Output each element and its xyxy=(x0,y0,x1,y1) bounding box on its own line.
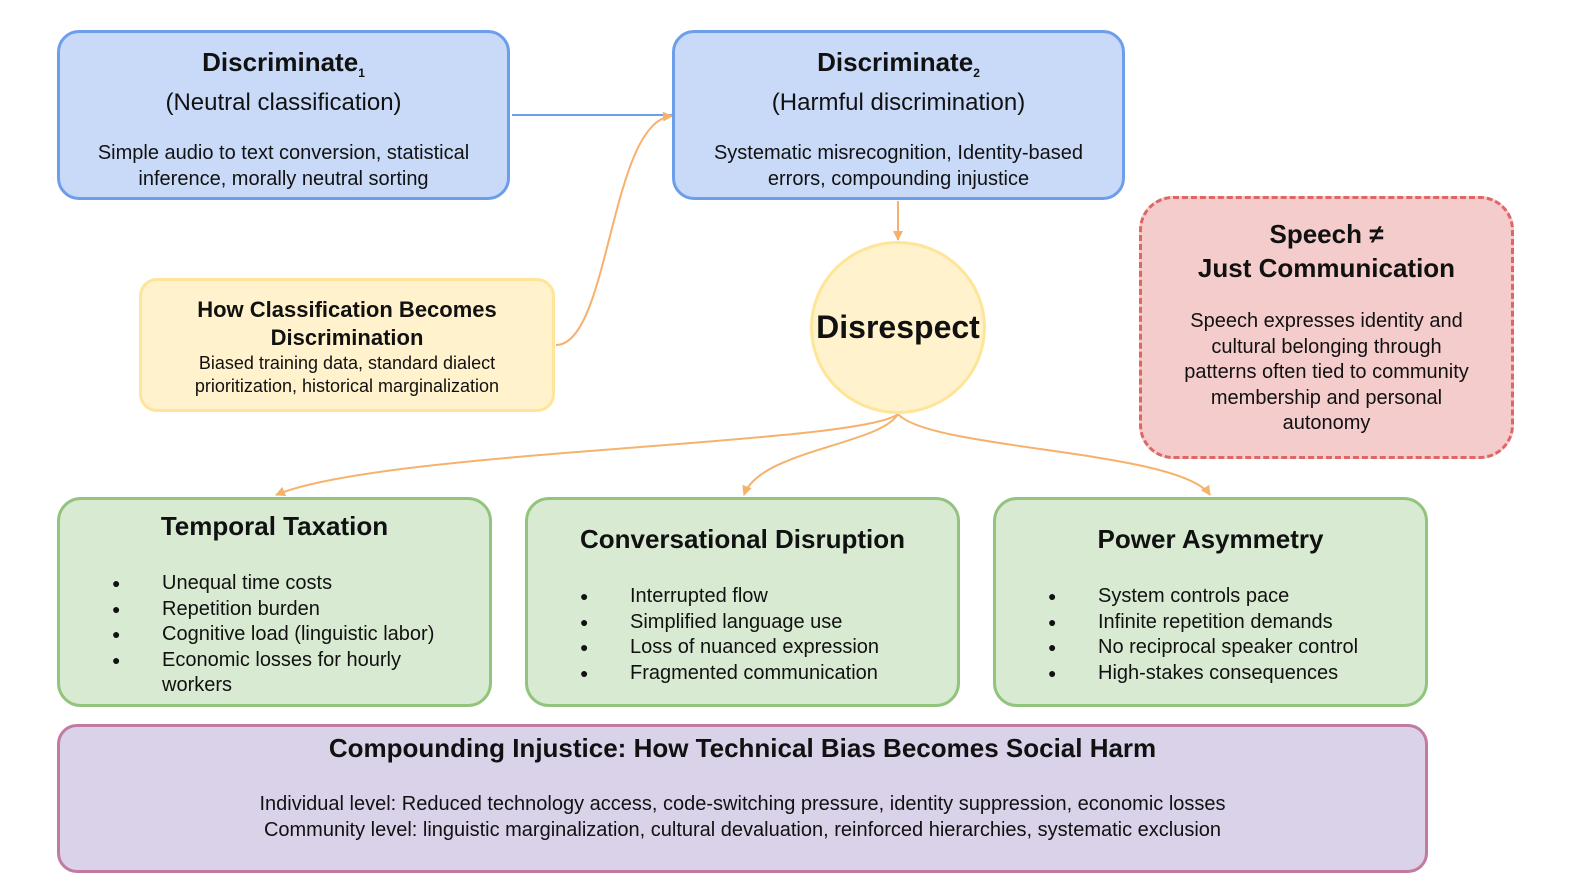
compounding-injustice-title: Compounding Injustice: How Technical Bia… xyxy=(328,733,1157,763)
discriminate-2-subtitle: (Harmful discrimination) xyxy=(771,89,1026,116)
conversational-disruption-title: Conversational Disruption xyxy=(579,524,906,554)
discriminate-2-box: Discriminate2 (Harmful discrimination) S… xyxy=(672,30,1125,200)
how-classification-description: Biased training data, standard dialect p… xyxy=(194,353,500,396)
disrespect-node: Disrespect xyxy=(810,241,986,414)
list-item: Cognitive load (linguistic labor) xyxy=(60,622,489,648)
conversational-disruption-list: Interrupted flow Simplified language use… xyxy=(528,584,957,686)
discriminate-2-description: Systematic misrecognition, Identity-base… xyxy=(713,142,1084,190)
list-item: Repetition burden xyxy=(60,597,489,623)
individual-level-line: Individual level: Reduced technology acc… xyxy=(259,793,1226,815)
list-item: Economic losses for hourly xyxy=(60,648,489,674)
discriminate-1-subscript: 1 xyxy=(358,66,365,80)
arrow-disrespect-to-conversational xyxy=(742,413,899,496)
list-item: High-stakes consequences xyxy=(996,661,1425,687)
list-item: Infinite repetition demands xyxy=(996,610,1425,636)
discriminate-1-title: Discriminate1 xyxy=(202,47,365,80)
conversational-disruption-box: Conversational Disruption Interrupted fl… xyxy=(525,497,960,707)
temporal-taxation-title: Temporal Taxation xyxy=(160,511,389,541)
list-item: Loss of nuanced expression xyxy=(528,635,957,661)
how-classification-title: How Classification Becomes Discriminatio… xyxy=(197,297,497,350)
speech-title: Speech ≠ Just Communication xyxy=(1197,219,1456,283)
temporal-taxation-list: Unequal time costs Repetition burden Cog… xyxy=(60,571,489,699)
list-item: Unequal time costs xyxy=(60,571,489,597)
list-item-continuation: workers xyxy=(162,674,233,696)
discriminate-1-box: Discriminate1 (Neutral classification) S… xyxy=(57,30,510,200)
power-asymmetry-list: System controls pace Infinite repetition… xyxy=(996,584,1425,686)
speech-box: Speech ≠ Just Communication Speech expre… xyxy=(1139,196,1514,459)
how-classification-box: How Classification Becomes Discriminatio… xyxy=(139,278,555,412)
discriminate-1-subtitle: (Neutral classification) xyxy=(165,89,402,116)
list-item: Fragmented communication xyxy=(528,661,957,687)
power-asymmetry-box: Power Asymmetry System controls pace Inf… xyxy=(993,497,1428,707)
list-item: Simplified language use xyxy=(528,610,957,636)
arrow-disrespect-to-power xyxy=(897,413,1211,496)
arrow-how-to-disc2 xyxy=(555,111,673,346)
compounding-injustice-box: Compounding Injustice: How Technical Bia… xyxy=(57,724,1428,873)
disrespect-label: Disrespect xyxy=(816,309,980,345)
compounding-injustice-description: Individual level: Reduced technology acc… xyxy=(60,791,1425,843)
speech-description: Speech expresses identity and cultural b… xyxy=(1184,310,1469,434)
discriminate-2-title: Discriminate2 xyxy=(817,47,980,80)
community-level-line: Community level: linguistic marginalizat… xyxy=(263,819,1222,841)
power-asymmetry-title: Power Asymmetry xyxy=(1097,524,1324,554)
list-item: System controls pace xyxy=(996,584,1425,610)
list-item: Interrupted flow xyxy=(528,584,957,610)
discriminate-1-description: Simple audio to text conversion, statist… xyxy=(97,142,470,190)
list-item: No reciprocal speaker control xyxy=(996,635,1425,661)
temporal-taxation-box: Temporal Taxation Unequal time costs Rep… xyxy=(57,497,492,707)
arrow-disrespect-to-temporal xyxy=(275,413,899,497)
discriminate-2-subscript: 2 xyxy=(973,66,980,80)
